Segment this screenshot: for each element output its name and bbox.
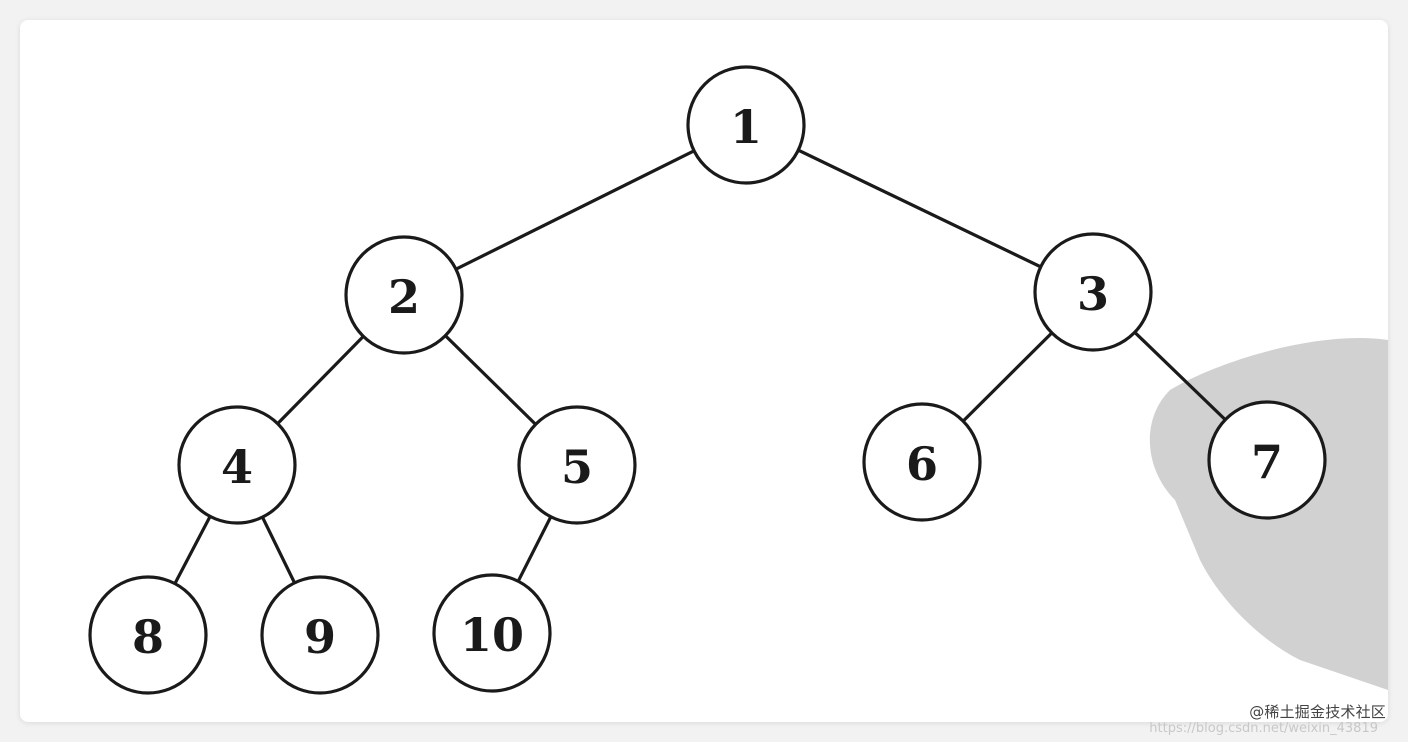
- edge-1-2: [403, 123, 747, 297]
- tree-node-4: 4: [177, 405, 297, 525]
- node-circle: [88, 575, 208, 695]
- node-label: 7: [1251, 435, 1283, 489]
- tree-node-9: 9: [260, 575, 380, 695]
- node-label: 9: [304, 610, 336, 664]
- node-circle: [1033, 232, 1153, 352]
- tree-node-3: 3: [1033, 232, 1153, 352]
- watermark-url: https://blog.csdn.net/weixin_43819: [1149, 721, 1378, 736]
- node-circle: [344, 235, 464, 355]
- tree-node-7: 7: [1207, 400, 1327, 520]
- node-label: 2: [388, 270, 420, 324]
- tree-edges: [146, 123, 1269, 636]
- tree-node-2: 2: [344, 235, 464, 355]
- node-circle: [432, 573, 552, 693]
- tree-node-8: 8: [88, 575, 208, 695]
- node-label: 8: [132, 610, 164, 664]
- node-label: 6: [906, 437, 938, 491]
- node-label: 5: [561, 440, 593, 494]
- tree-node-5: 5: [517, 405, 637, 525]
- node-circle: [260, 575, 380, 695]
- node-label: 10: [460, 608, 524, 662]
- edge-1-3: [745, 123, 1094, 294]
- tree-nodes: 1 2 3 4 5 6 7 8 9 10: [88, 65, 1327, 695]
- tree-node-10: 10: [432, 573, 552, 693]
- node-circle: [517, 405, 637, 525]
- node-label: 1: [730, 100, 762, 154]
- node-circle: [177, 405, 297, 525]
- node-label: 3: [1077, 267, 1109, 321]
- watermark-brand: @稀土掘金技术社区: [1249, 703, 1386, 721]
- node-circle: [686, 65, 806, 185]
- node-circle: [1207, 400, 1327, 520]
- node-circle: [862, 402, 982, 522]
- node-label: 4: [221, 440, 253, 494]
- tree-node-1: 1: [686, 65, 806, 185]
- tree-node-6: 6: [862, 402, 982, 522]
